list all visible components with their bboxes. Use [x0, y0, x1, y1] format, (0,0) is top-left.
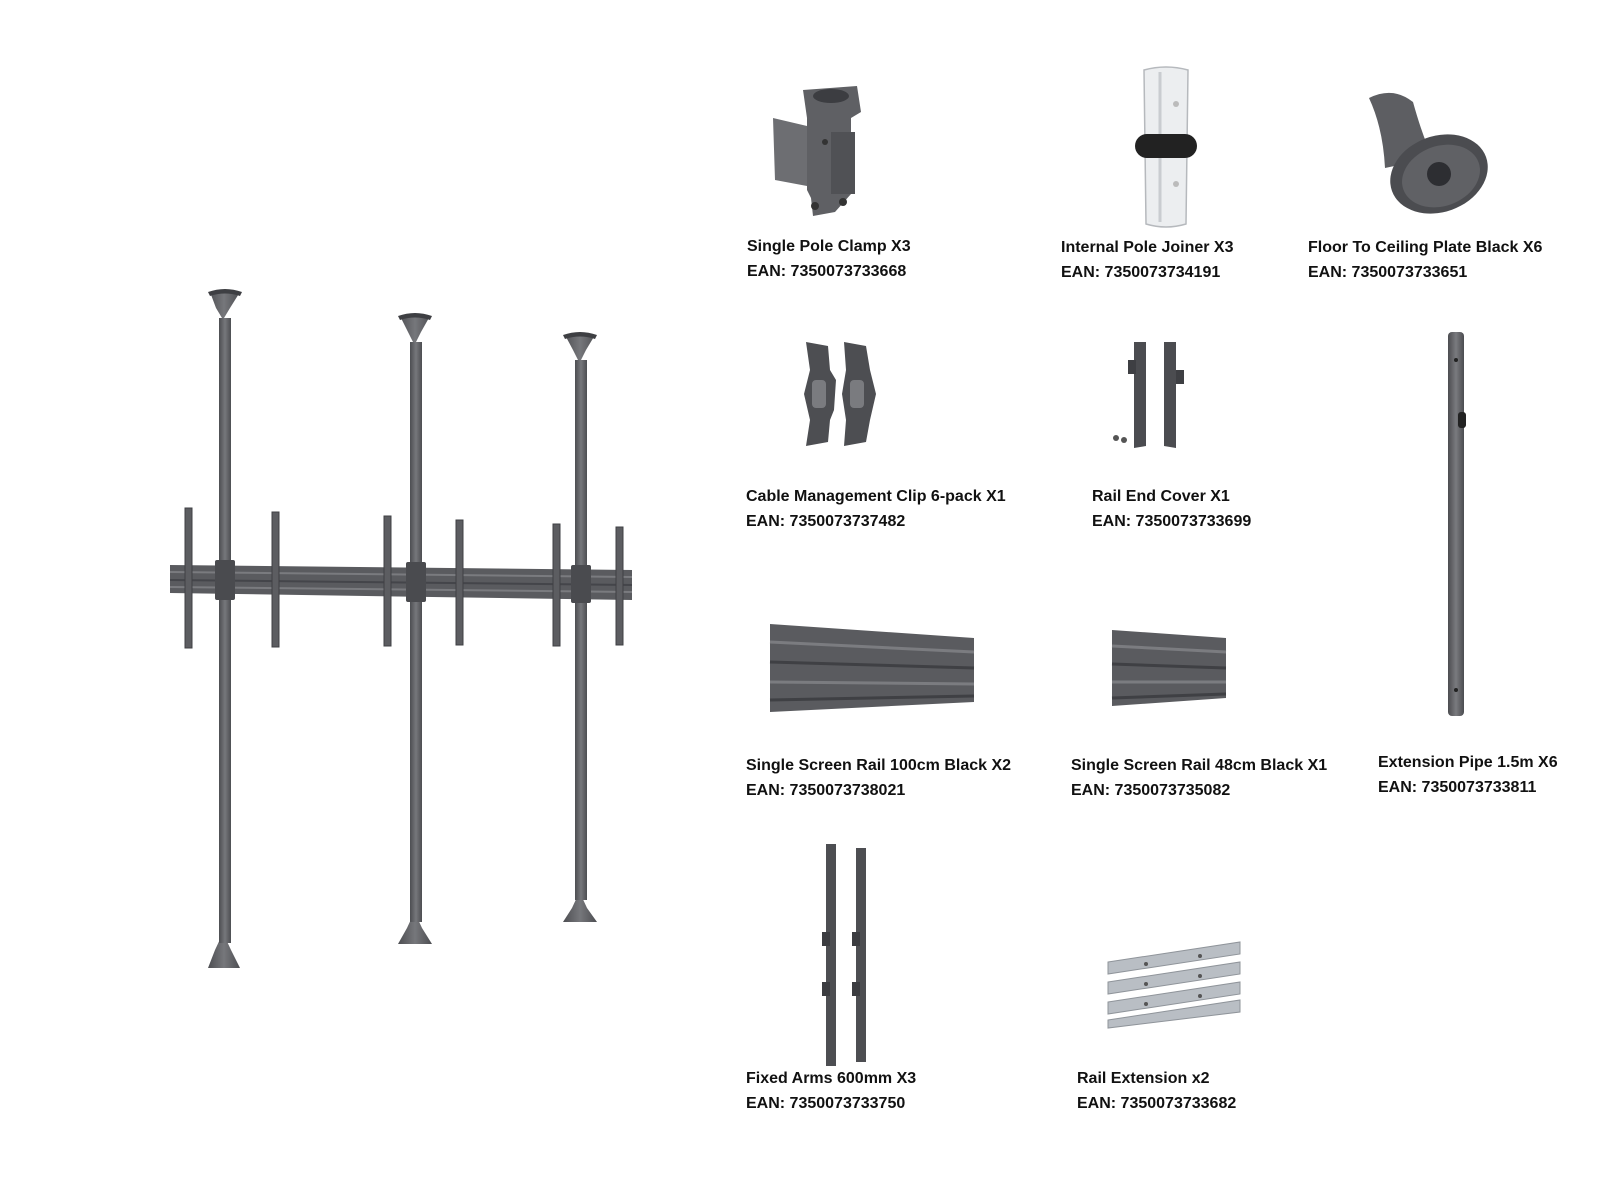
part-internal-pole-joiner: Internal Pole Joiner X3 EAN: 73500737341…	[1061, 235, 1234, 285]
ceiling-plate-icon	[1369, 92, 1488, 214]
part-single-screen-rail-100: Single Screen Rail 100cm Black X2 EAN: 7…	[746, 753, 1011, 803]
part-name: Single Pole Clamp X3	[747, 238, 911, 255]
part-floor-to-ceiling-plate: Floor To Ceiling Plate Black X6 EAN: 735…	[1308, 235, 1542, 285]
part-ean: EAN: 7350073733750	[746, 1095, 906, 1112]
part-name: Rail End Cover X1	[1092, 488, 1230, 505]
assembled-stand-image	[169, 289, 633, 968]
rail-100cm-icon	[769, 624, 975, 712]
part-ean: EAN: 7350073733699	[1092, 513, 1252, 530]
part-name: Internal Pole Joiner X3	[1061, 239, 1234, 256]
part-name: Floor To Ceiling Plate Black X6	[1308, 239, 1543, 256]
part-name: Cable Management Clip 6-pack X1	[746, 488, 1006, 505]
stand-pole-left	[208, 289, 242, 968]
part-ean: EAN: 7350073735082	[1071, 782, 1231, 799]
part-ean: EAN: 7350073733811	[1378, 779, 1537, 796]
rail-48cm-icon	[1111, 630, 1227, 706]
stand-rail	[169, 565, 633, 600]
part-name: Fixed Arms 600mm X3	[746, 1070, 917, 1087]
pole-clamp-icon	[773, 86, 861, 216]
part-fixed-arms: Fixed Arms 600mm X3 EAN: 7350073733750	[746, 1066, 916, 1116]
cable-clip-icon	[804, 342, 876, 446]
extension-pipe-icon	[1448, 332, 1466, 716]
part-rail-end-cover: Rail End Cover X1 EAN: 7350073733699	[1092, 484, 1251, 534]
part-single-screen-rail-48: Single Screen Rail 48cm Black X1 EAN: 73…	[1071, 753, 1327, 803]
part-ean: EAN: 7350073738021	[746, 782, 906, 799]
part-cable-management-clip: Cable Management Clip 6-pack X1 EAN: 735…	[746, 484, 1006, 534]
part-name: Rail Extension x2	[1077, 1070, 1210, 1087]
stand-fixed-arms	[184, 507, 624, 649]
part-ean: EAN: 7350073734191	[1061, 264, 1221, 281]
rail-extension-icon	[1107, 941, 1241, 1029]
stand-pole-middle	[398, 313, 432, 944]
stand-pole-right	[563, 332, 597, 922]
stand-pole-clamps	[215, 560, 591, 603]
part-ean: EAN: 7350073737482	[746, 513, 906, 530]
part-extension-pipe: Extension Pipe 1.5m X6 EAN: 735007373381…	[1378, 750, 1558, 800]
fixed-arms-icon	[822, 844, 866, 1066]
part-name: Single Screen Rail 100cm Black X2	[746, 757, 1012, 774]
part-name: Extension Pipe 1.5m X6	[1378, 754, 1558, 771]
part-ean: EAN: 7350073733682	[1077, 1095, 1237, 1112]
part-single-pole-clamp: Single Pole Clamp X3 EAN: 7350073733668	[747, 234, 911, 284]
pole-joiner-icon	[1135, 66, 1197, 228]
part-name: Single Screen Rail 48cm Black X1	[1071, 757, 1328, 774]
rail-end-cover-icon	[1113, 342, 1184, 448]
part-ean: EAN: 7350073733651	[1308, 264, 1468, 281]
part-ean: EAN: 7350073733668	[747, 263, 907, 280]
part-rail-extension: Rail Extension x2 EAN: 7350073733682	[1077, 1066, 1236, 1116]
